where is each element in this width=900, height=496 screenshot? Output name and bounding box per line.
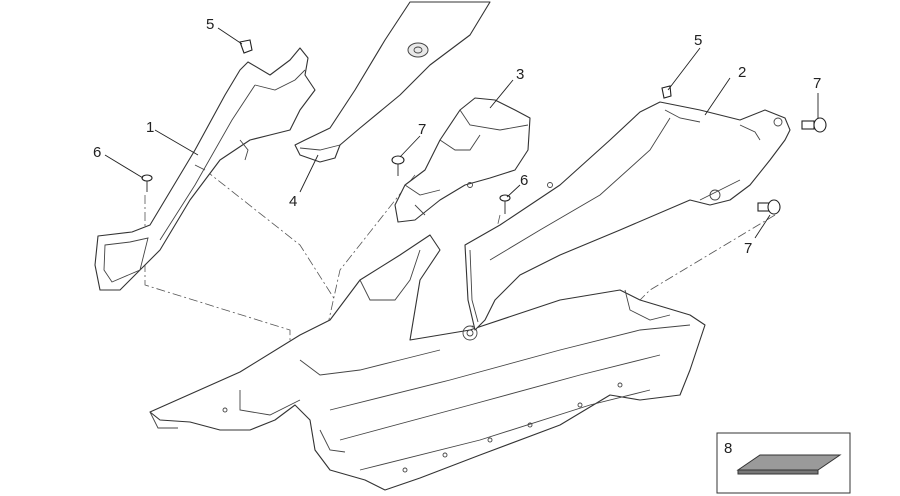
- part-8-inset: 8: [716, 432, 851, 494]
- callout-1: 1: [146, 119, 154, 136]
- callout-5-right: 5: [694, 32, 702, 49]
- left-side-cover-part: [94, 47, 316, 291]
- callout-8: 8: [724, 440, 732, 457]
- callout-7-top-right: 7: [813, 75, 821, 92]
- callout-2: 2: [738, 64, 746, 81]
- screw-hardware: [141, 174, 511, 214]
- callout-leaders: [104, 27, 819, 239]
- callout-6-left: 6: [93, 144, 101, 161]
- callout-4: 4: [289, 193, 297, 210]
- bolt-hardware: [391, 117, 827, 215]
- callout-3: 3: [516, 66, 524, 83]
- callout-7-center: 7: [418, 121, 426, 138]
- center-tunnel-panel-part: [294, 1, 491, 163]
- callout-6-right: 6: [520, 172, 528, 189]
- callout-labels: 1 2 3 4 5 5 6 6 7 7 7: [93, 16, 821, 257]
- floor-panel-part: [149, 234, 706, 491]
- callout-7-lower-right: 7: [744, 240, 752, 257]
- right-side-cover-part: [464, 101, 791, 331]
- callout-5-left: 5: [206, 16, 214, 33]
- inner-bracket-part: [394, 97, 531, 223]
